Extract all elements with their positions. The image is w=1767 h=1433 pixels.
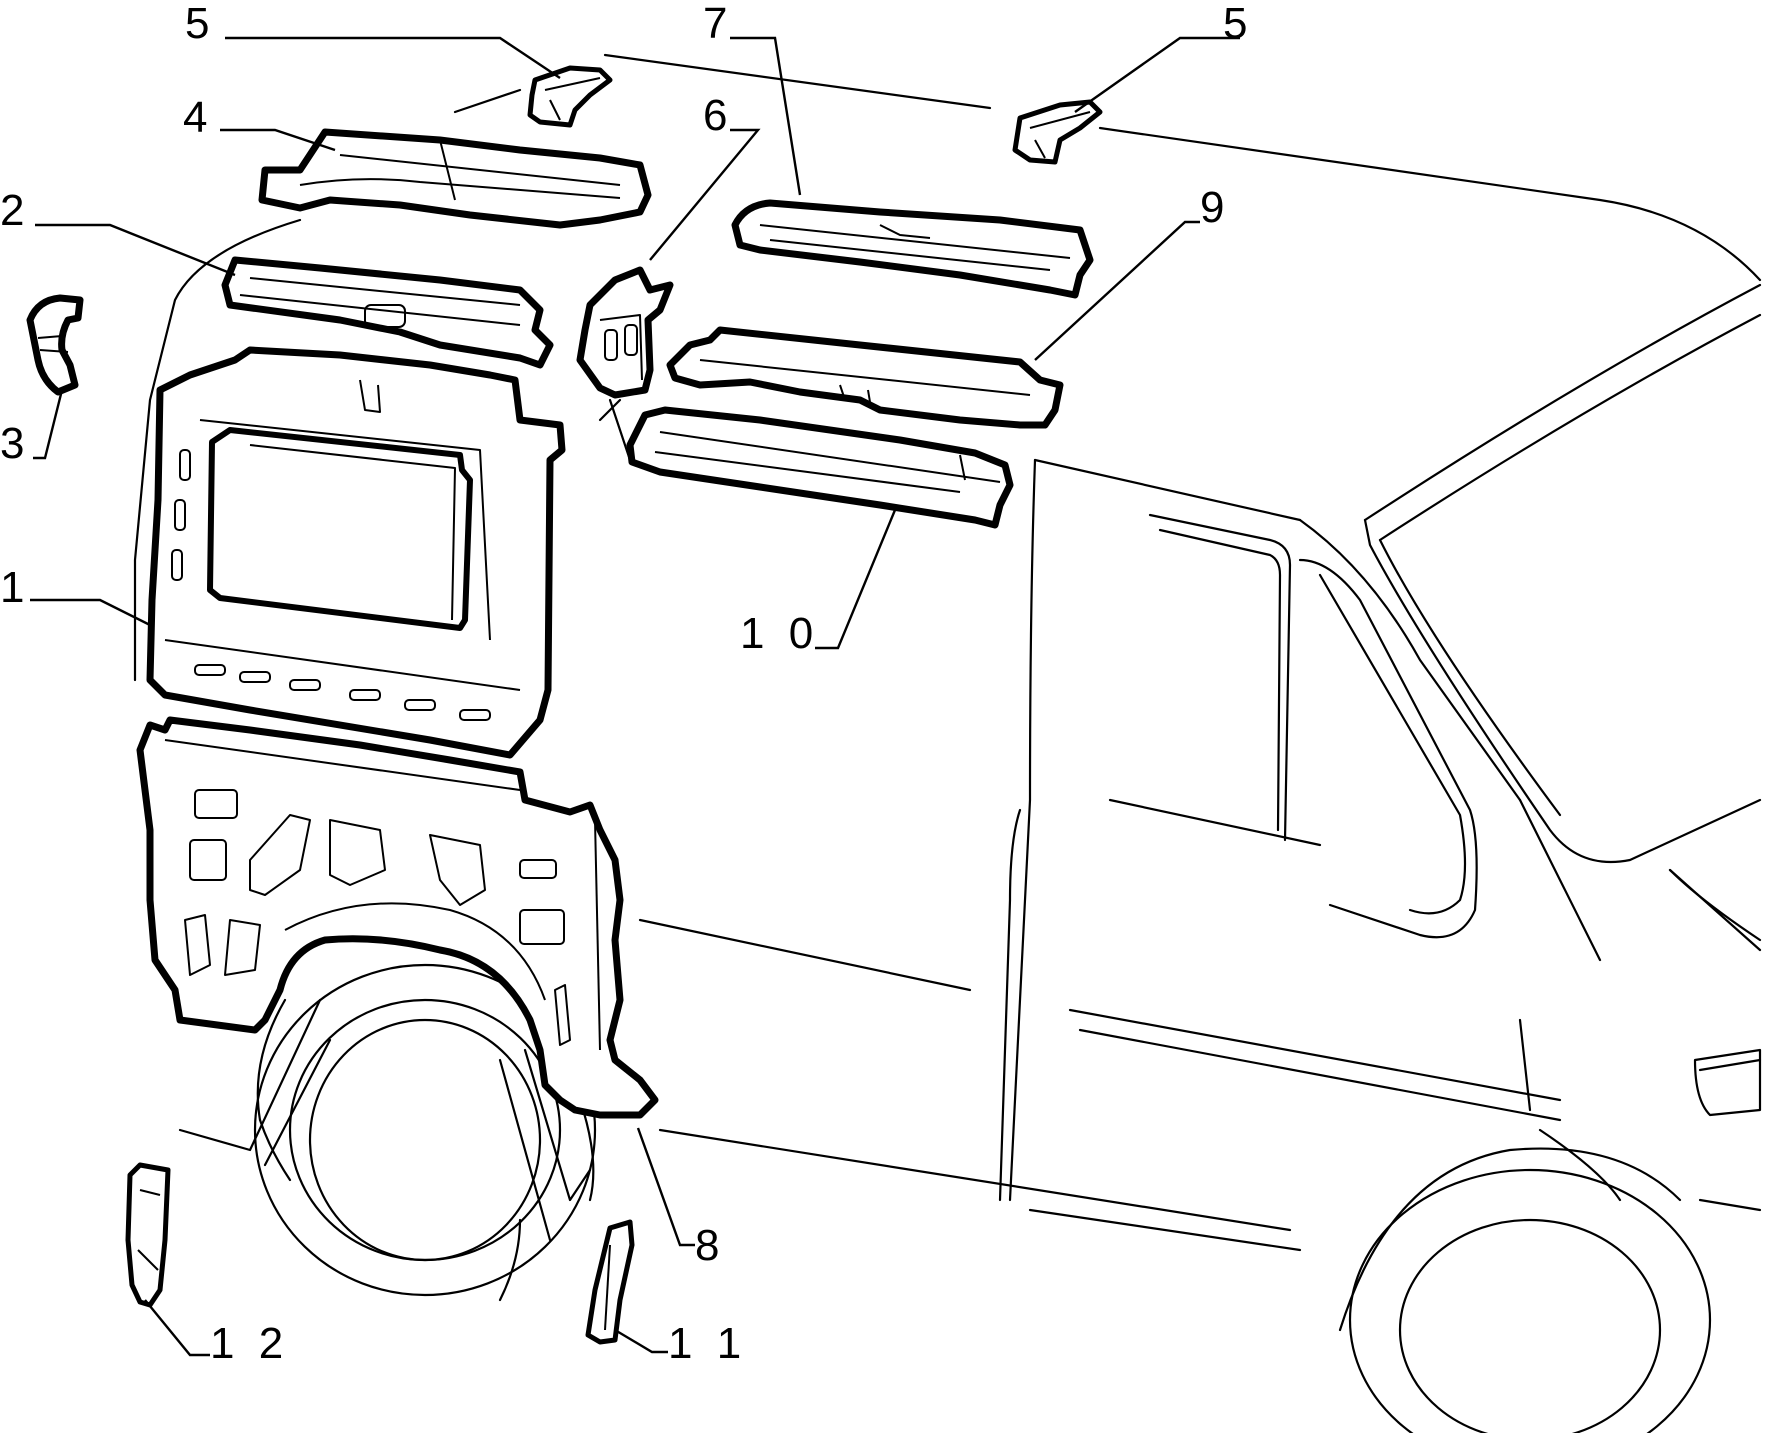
part-8-wheel-arch-panel bbox=[136, 716, 659, 1119]
callout-5-right: 5 bbox=[1223, 0, 1253, 48]
part-5-roof-bracket-left bbox=[527, 65, 613, 128]
callout-1: 1 bbox=[0, 563, 30, 612]
leader-lines bbox=[30, 36, 1240, 1357]
part-5-roof-bracket-right bbox=[1012, 99, 1103, 165]
callout-9: 9 bbox=[1200, 183, 1230, 232]
part-2-cross-member bbox=[221, 256, 554, 369]
part-10-lower-rail bbox=[626, 406, 1014, 529]
callout-10: 1 0 bbox=[740, 609, 819, 658]
part-1-window-frame-panel bbox=[146, 346, 566, 759]
part-7-roof-cross-rail bbox=[731, 199, 1094, 299]
part-9-cross-member bbox=[666, 326, 1064, 429]
part-12-vertical-bracket bbox=[125, 1162, 171, 1308]
callout-3: 3 bbox=[0, 419, 30, 468]
callout-6: 6 bbox=[703, 91, 733, 140]
callout-5-left: 5 bbox=[185, 0, 215, 48]
callout-12: 1 2 bbox=[210, 1319, 289, 1368]
van-body-outline bbox=[133, 53, 1762, 1433]
callout-8: 8 bbox=[695, 1221, 725, 1270]
part-4-rear-roof-rail bbox=[258, 128, 652, 229]
part-3-corner-bracket bbox=[26, 294, 84, 396]
part-6-pillar-bracket bbox=[576, 266, 674, 399]
callout-labels: 5 4 2 3 1 7 6 5 9 1 0 8 1 1 1 2 bbox=[0, 0, 1253, 1368]
callout-11: 1 1 bbox=[668, 1319, 747, 1368]
callout-7: 7 bbox=[703, 0, 733, 48]
callout-2: 2 bbox=[0, 186, 30, 235]
part-11-vertical-bracket bbox=[585, 1219, 635, 1345]
callout-4: 4 bbox=[183, 93, 213, 142]
